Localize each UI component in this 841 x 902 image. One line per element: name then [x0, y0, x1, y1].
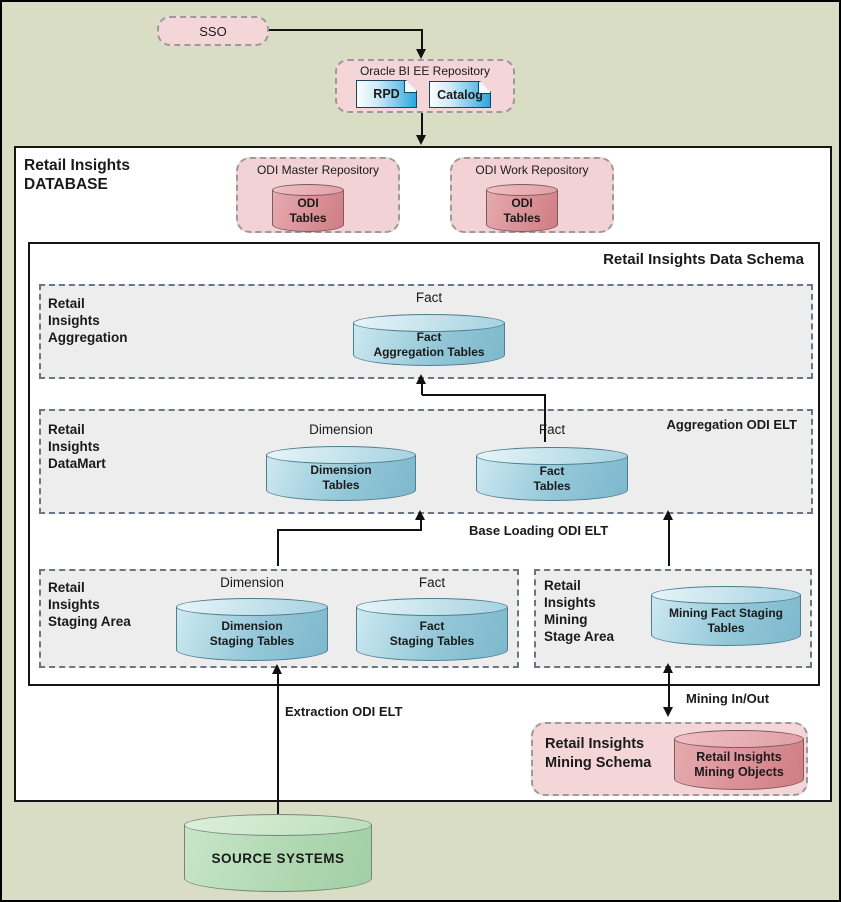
- fact-tables-cylinder: Fact Tables: [476, 447, 628, 501]
- cylinder-top: [674, 730, 804, 748]
- mining-objects-cylinder: Retail Insights Mining Objects: [674, 730, 804, 790]
- odi-work-tables-cylinder: ODI Tables: [486, 184, 558, 232]
- arrow-extraction: [277, 674, 279, 820]
- mining-inout-label: Mining In/Out: [686, 691, 770, 706]
- dimension-tables-cylinder: Dimension Tables: [266, 446, 416, 501]
- database-box: Retail Insights DATABASE ODI Master Repo…: [14, 146, 832, 802]
- arrow-staging-to-datamart-v2: [420, 520, 422, 530]
- sso-box: SSO: [157, 16, 269, 46]
- arrowhead-fact-to-aggregation: [416, 374, 426, 384]
- source-systems-cylinder: SOURCE SYSTEMS: [184, 814, 372, 892]
- cylinder-top: [486, 184, 558, 196]
- cylinder-top: [476, 447, 628, 465]
- sso-label: SSO: [199, 23, 227, 39]
- odi-work-tables-label: ODI Tables: [503, 196, 541, 225]
- dimension-tables-label: Dimension Tables: [310, 463, 372, 492]
- fact-staging-tables-cylinder: Fact Staging Tables: [356, 598, 508, 661]
- arrow-fact-to-aggregation-h: [422, 394, 546, 396]
- odi-master-tables-cylinder: ODI Tables: [272, 184, 344, 232]
- arrowhead-miningstage-to-datamart: [663, 510, 673, 520]
- catalog-document-icon: Catalog: [429, 81, 491, 108]
- extraction-odi-elt-label: Extraction ODI ELT: [285, 704, 403, 719]
- mining-stage-area-label: Retail Insights Mining Stage Area: [544, 578, 615, 644]
- mining-schema-label: Retail Insights Mining Schema: [545, 736, 652, 771]
- arrow-mining-inout: [668, 673, 670, 709]
- odi-master-tables-label: ODI Tables: [289, 196, 327, 225]
- cylinder-body: [486, 190, 558, 232]
- data-schema-title: Retail Insights Data Schema: [603, 251, 804, 268]
- staging-dimension-header: Dimension: [220, 575, 284, 590]
- connector-sso-vertical: [421, 29, 423, 50]
- data-schema-box: Retail Insights Data Schema Retail Insig…: [28, 242, 820, 686]
- dimension-staging-tables-cylinder: Dimension Staging Tables: [176, 598, 328, 661]
- cylinder-top: [356, 598, 508, 616]
- datamart-dimension-header: Dimension: [309, 422, 373, 437]
- arrowhead-mining-inout-up: [663, 663, 673, 673]
- cylinder-top: [272, 184, 344, 196]
- arrowhead-birepo-to-database: [416, 135, 426, 145]
- catalog-label: Catalog: [437, 87, 483, 102]
- odi-master-repository-title: ODI Master Repository: [256, 163, 380, 177]
- connector-birepo-to-database: [421, 113, 423, 136]
- arrow-miningstage-to-datamart: [668, 520, 670, 566]
- rpd-document-icon: RPD: [356, 80, 417, 108]
- base-loading-odi-elt-label: Base Loading ODI ELT: [469, 523, 609, 538]
- staging-area-row: Retail Insights Staging Area Dimension F…: [39, 569, 519, 668]
- mining-objects-label: Retail Insights Mining Objects: [694, 749, 784, 779]
- arrowhead-extraction: [272, 664, 282, 674]
- cylinder-body: [176, 607, 328, 661]
- source-systems-label: SOURCE SYSTEMS: [211, 851, 345, 866]
- staging-area-label: Retail Insights Staging Area: [48, 580, 131, 629]
- datamart-row: Retail Insights DataMart Aggregation ODI…: [39, 409, 813, 514]
- arrow-staging-to-datamart-v1: [277, 529, 279, 566]
- connector-sso-horizontal: [269, 29, 423, 31]
- dimension-staging-tables-label: Dimension Staging Tables: [209, 619, 295, 648]
- staging-fact-header: Fact: [418, 575, 446, 590]
- cylinder-body: [476, 456, 628, 501]
- cylinder-top: [184, 814, 372, 836]
- bi-ee-repository-box: Oracle BI EE Repository RPD Catalog: [335, 59, 515, 113]
- arrow-fact-to-aggregation-v2: [421, 383, 423, 395]
- aggregation-odi-elt-label: Aggregation ODI ELT: [666, 417, 797, 432]
- aggregation-row: Retail Insights Aggregation Fact Fact Ag…: [39, 284, 813, 379]
- cylinder-body: [651, 595, 801, 646]
- arrow-staging-to-datamart-h: [277, 529, 422, 531]
- odi-master-repository-box: ODI Master Repository ODI Tables: [236, 157, 400, 233]
- mining-stage-area-row: Retail Insights Mining Stage Area Mining…: [534, 569, 812, 668]
- fact-staging-tables-label: Fact Staging Tables: [389, 619, 475, 648]
- fact-aggregation-tables-cylinder: Fact Aggregation Tables: [353, 314, 505, 366]
- fact-tables-label: Fact Tables: [533, 463, 571, 493]
- cylinder-top: [266, 446, 416, 464]
- fact-aggregation-tables-label: Fact Aggregation Tables: [373, 329, 485, 359]
- cylinder-body: [356, 607, 508, 661]
- arrowhead-staging-to-datamart: [415, 510, 425, 520]
- arrow-fact-to-aggregation-v1: [544, 394, 546, 442]
- cylinder-top: [651, 586, 801, 604]
- odi-work-repository-title: ODI Work Repository: [475, 163, 589, 177]
- aggregation-fact-header: Fact: [415, 290, 443, 305]
- cylinder-top: [353, 314, 505, 332]
- arrowhead-sso-to-birepo: [416, 49, 426, 59]
- mining-fact-staging-tables-label: Mining Fact Staging Tables: [669, 605, 783, 635]
- datamart-fact-header: Fact: [538, 422, 566, 437]
- cylinder-top: [176, 598, 328, 616]
- database-title: Retail Insights DATABASE: [24, 157, 130, 193]
- aggregation-row-label: Retail Insights Aggregation: [48, 296, 128, 345]
- odi-work-repository-box: ODI Work Repository ODI Tables: [450, 157, 614, 233]
- bi-ee-repository-title: Oracle BI EE Repository: [359, 64, 491, 78]
- rpd-label: RPD: [373, 87, 400, 101]
- datamart-row-label: Retail Insights DataMart: [48, 422, 106, 471]
- mining-schema-box: Retail Insights Mining Schema Retail Ins…: [531, 722, 808, 796]
- cylinder-body: [272, 190, 344, 232]
- arrowhead-mining-inout-down: [663, 707, 673, 717]
- mining-fact-staging-tables-cylinder: Mining Fact Staging Tables: [651, 586, 801, 646]
- cylinder-body: [184, 825, 372, 892]
